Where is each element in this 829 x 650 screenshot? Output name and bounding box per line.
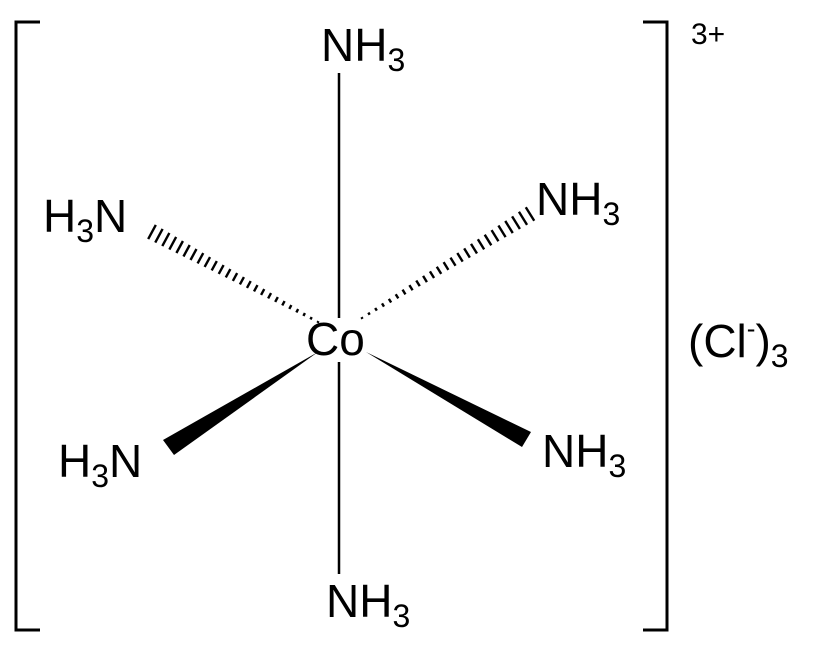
counter-ion-count: 3 [770, 338, 789, 375]
ligand-back-left-prefix: H [43, 190, 77, 242]
ligand-top-nh3: NH3 [321, 19, 405, 76]
bond-back-left-hashed [147, 224, 320, 324]
ligand-front-left-suffix: N [109, 435, 143, 487]
ligand-bottom-prefix: NH [326, 575, 393, 627]
hash-stroke [203, 256, 212, 268]
hash-stroke [504, 220, 514, 234]
hash-stroke [281, 300, 286, 306]
hash-stroke [483, 234, 493, 246]
hash-stroke [360, 316, 364, 320]
hash-stroke [435, 266, 443, 275]
hash-stroke [497, 224, 507, 238]
hash-stroke [490, 229, 500, 242]
ligand-top-prefix: NH [321, 19, 388, 71]
ligand-back-left-h3n: H3N [43, 190, 128, 247]
ligand-back-left-sub: 3 [76, 213, 95, 250]
hash-stroke [245, 280, 252, 289]
hash-stroke [196, 252, 205, 265]
hash-stroke [302, 312, 306, 317]
hash-stroke [260, 288, 266, 296]
hash-stroke [442, 261, 450, 271]
hash-stroke [274, 296, 279, 303]
hash-stroke [210, 260, 218, 272]
counter-ion-label: (Cl-)3 [688, 315, 789, 373]
bond-front-left-wedge [163, 352, 318, 455]
hash-stroke [401, 289, 407, 295]
hash-stroke [456, 252, 464, 263]
hash-stroke [422, 275, 428, 283]
left-bracket [14, 20, 40, 632]
hash-stroke [267, 292, 273, 299]
ligand-back-right-nh3: NH3 [536, 173, 620, 230]
counter-ion-charge: - [746, 313, 756, 344]
hash-stroke [476, 238, 486, 251]
bond-front-right-wedge [366, 352, 531, 447]
hash-stroke [309, 316, 313, 320]
hash-stroke [511, 215, 521, 230]
hash-stroke [224, 268, 232, 279]
hash-stroke [252, 284, 259, 293]
ligand-front-right-prefix: NH [542, 425, 609, 477]
ligand-bottom-nh3: NH3 [326, 575, 410, 632]
metal-center-label: Co [306, 313, 365, 365]
hash-stroke [415, 279, 421, 287]
hash-stroke [316, 320, 320, 324]
right-bracket [643, 20, 669, 632]
ligand-back-right-prefix: NH [536, 173, 603, 225]
hash-stroke [182, 244, 191, 258]
counter-ion-close: ) [755, 315, 771, 367]
hash-stroke [374, 307, 378, 312]
hash-stroke [295, 308, 300, 313]
ligand-front-left-h3n: H3N [58, 435, 143, 492]
hash-stroke [380, 302, 386, 308]
hash-stroke [387, 298, 393, 304]
hash-stroke [524, 206, 536, 222]
ligand-bottom-sub: 3 [392, 598, 411, 635]
hash-stroke [175, 240, 184, 254]
ligand-back-left-suffix: N [94, 190, 128, 242]
hash-stroke [367, 311, 371, 316]
hash-stroke [394, 293, 400, 300]
hash-stroke [288, 304, 293, 310]
bond-back-right-hashed [360, 206, 536, 320]
hash-stroke [168, 236, 178, 251]
hash-stroke [217, 264, 225, 275]
hash-stroke [408, 284, 414, 291]
hash-stroke [154, 228, 164, 244]
hash-stroke [428, 270, 436, 279]
counter-ion-open: (Cl [688, 315, 747, 367]
hash-stroke [147, 224, 157, 240]
ligand-front-right-sub: 3 [608, 448, 627, 485]
ligand-top-sub: 3 [387, 42, 406, 79]
hash-stroke [463, 247, 471, 259]
hash-stroke [231, 272, 239, 282]
hash-stroke [161, 232, 171, 247]
hash-stroke [449, 256, 457, 267]
ligand-front-left-sub: 3 [91, 458, 110, 495]
ligand-back-right-sub: 3 [602, 196, 621, 233]
hash-stroke [517, 211, 529, 226]
ligand-front-right-nh3: NH3 [542, 425, 626, 482]
hash-stroke [469, 243, 479, 255]
hash-stroke [189, 248, 198, 261]
complex-charge-label: 3+ [691, 18, 726, 51]
hash-stroke [238, 276, 245, 286]
ligand-front-left-prefix: H [58, 435, 92, 487]
